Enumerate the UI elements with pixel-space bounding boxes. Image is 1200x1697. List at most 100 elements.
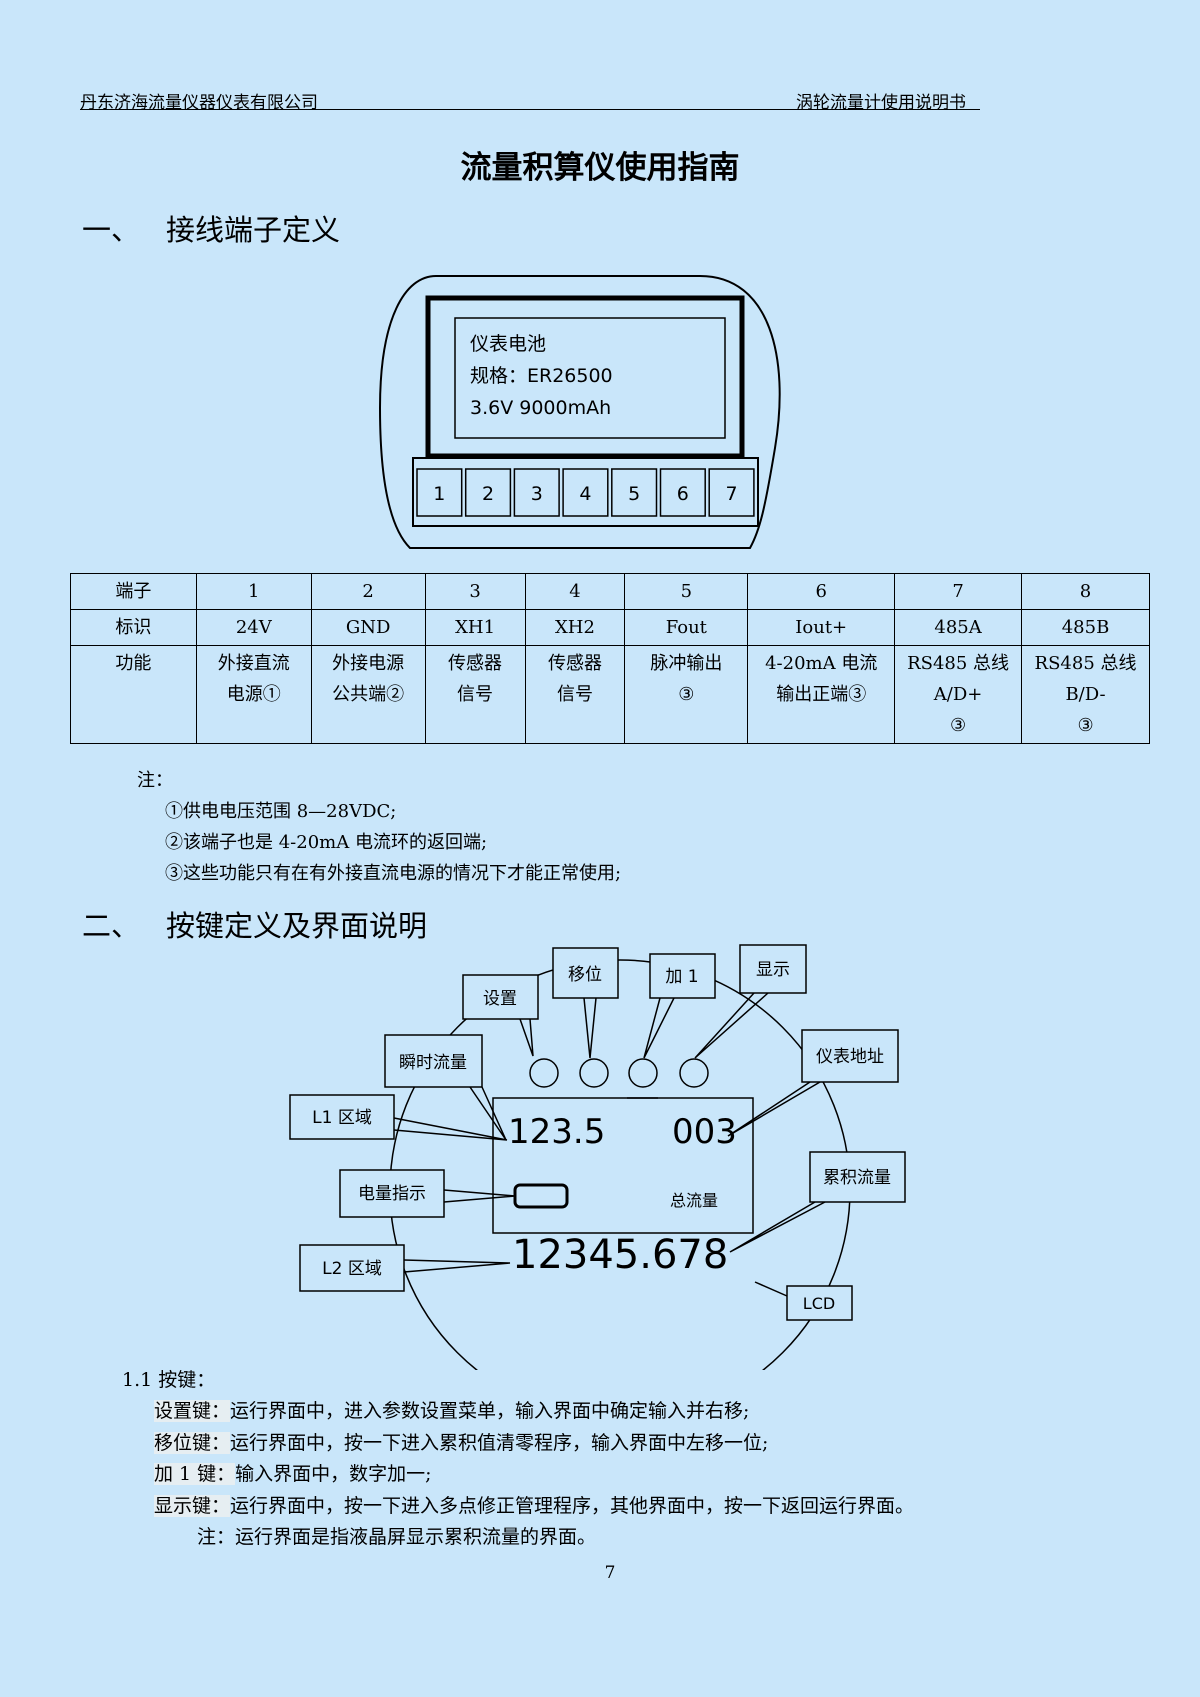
lcd-l2-value: 12345.678 [512, 1232, 728, 1278]
table-cell-line: 1 [248, 581, 260, 602]
terminal-number: 6 [677, 483, 689, 505]
callout-l1: L1 区域 [312, 1108, 372, 1128]
table-cell-line: 7 [952, 581, 964, 602]
table-cell-line: 信号 [556, 684, 593, 705]
table-cell: 2 [310, 573, 426, 610]
table-cell-line: XH2 [554, 617, 595, 638]
table-cell: 传感器信号 [524, 645, 626, 744]
lcd-total-label: 总流量 [670, 1191, 718, 1210]
battery-level-icon [513, 1183, 569, 1209]
key-description: 运行界面中，进入参数设置菜单，输入界面中确定输入并右移; [230, 1400, 750, 1422]
table-cell: 6 [747, 573, 896, 610]
keys-heading: 1.1 按键： [122, 1369, 216, 1391]
table-cell-line: 4 [569, 581, 581, 602]
table-cell: 功能 [70, 645, 197, 744]
callout-l2: L2 区域 [322, 1259, 382, 1279]
table-cell-line: 脉冲输出 [650, 653, 723, 674]
table-cell-line: B/D- [1065, 684, 1106, 705]
callout-plus: 加 1 [665, 967, 698, 987]
table-cell-line: 8 [1079, 581, 1092, 602]
header-rule [80, 109, 980, 110]
table-cell-line: RS485 总线 [1034, 653, 1137, 674]
callout-set-box [462, 974, 539, 1020]
table-cell-line: 电源① [226, 684, 281, 705]
callout-total-flow: 累积流量 [823, 1168, 891, 1188]
battery-line-1: 仪表电池 [470, 333, 546, 355]
table-cell-line: Fout [665, 617, 707, 638]
lcd-l1-value: 123.5 [508, 1112, 605, 1152]
callout-lcd-box [786, 1285, 853, 1321]
table-cell-line: RS485 总线 [907, 653, 1010, 674]
table-cell-line: 功能 [115, 653, 152, 674]
callout-l2-box [299, 1244, 405, 1292]
table-cell-line: 4-20mA 电流 [765, 653, 878, 674]
table-cell-line: GND [345, 617, 391, 638]
table-cell-line: 3 [469, 581, 481, 602]
table-cell: 4 [524, 573, 626, 610]
display-key-icon[interactable] [679, 1058, 709, 1088]
key-name: 加 1 键： [154, 1463, 236, 1485]
callout-display-box [739, 944, 807, 994]
table-row: 端子 1 2 3 4 5 6 7 8 [70, 573, 1150, 610]
header-company: 丹东济海流量仪器仪表有限公司 [80, 93, 318, 113]
callout-address: 仪表地址 [816, 1047, 884, 1067]
key-item: 加 1 键：输入界面中，数字加一; [154, 1459, 432, 1491]
table-cell: 3 [424, 573, 526, 610]
table-cell-line: 端子 [115, 581, 152, 602]
terminal-number: 4 [579, 483, 591, 505]
key-lcd-diagram: 设置 移位 加 1 显示 瞬时流量 仪表地址 L1 区域 电量指示 累积流量 L… [289, 944, 906, 1370]
shift-key-icon[interactable] [579, 1058, 609, 1088]
table-cell: 485B [1021, 609, 1150, 646]
table-cell: 传感器信号 [424, 645, 526, 744]
callout-inst-box [384, 1034, 483, 1088]
key-name: 设置键： [154, 1400, 231, 1422]
note-1: ①供电电压范围 8—28VDC; [165, 801, 397, 822]
table-cell-line: 信号 [457, 684, 494, 705]
table-cell: 1 [195, 573, 312, 610]
table-cell-line: Iout+ [795, 617, 848, 638]
table-cell: 485A [894, 609, 1023, 646]
terminal-number: 3 [531, 483, 543, 505]
battery-line-2: 规格：ER26500 [470, 365, 613, 387]
table-cell-line: 6 [815, 581, 827, 602]
table-cell-line: 5 [680, 581, 693, 602]
table-cell-line: 外接电源 [332, 653, 405, 674]
notes-label: 注： [137, 770, 173, 791]
table-cell-line: 传感器 [448, 653, 503, 674]
callout-battery: 电量指示 [358, 1184, 426, 1204]
callout-address-box [801, 1029, 899, 1083]
set-key-icon[interactable] [529, 1058, 559, 1088]
plus-one-key-icon[interactable] [628, 1058, 658, 1088]
table-cell-line: 2 [362, 581, 374, 602]
battery-label-box [454, 317, 726, 439]
note-2: ②该端子也是 4-20mA 电流环的返回端; [165, 832, 488, 853]
terminal-cell [464, 468, 512, 517]
terminal-strip [412, 457, 759, 527]
table-cell: 外接直流电源① [195, 645, 312, 744]
callout-set: 设置 [483, 989, 517, 1009]
section-1-heading: 一、接线端子定义 [82, 207, 340, 249]
enclosure-outline [378, 275, 781, 549]
table-cell-line: ③ [1077, 715, 1094, 736]
table-cell-line: ③ [950, 715, 967, 736]
callout-inst-flow: 瞬时流量 [399, 1053, 467, 1073]
section-2-number: 二、 [82, 909, 141, 943]
terminal-cell [562, 468, 609, 517]
table-cell: 24V [195, 609, 312, 646]
table-cell: Fout [624, 609, 749, 646]
key-name: 显示键： [154, 1494, 231, 1517]
note-3: ③这些功能只有在有外接直流电源的情况下才能正常使用; [165, 863, 622, 884]
table-cell: GND [310, 609, 426, 646]
key-item: 移位键：运行界面中，按一下进入累积值清零程序，输入界面中左移一位; [154, 1428, 768, 1460]
terminal-cell [416, 468, 463, 517]
callout-total-box [809, 1151, 906, 1203]
callout-battery-box [339, 1169, 445, 1218]
terminal-number: 2 [482, 483, 494, 505]
page-number: 7 [604, 1563, 616, 1583]
